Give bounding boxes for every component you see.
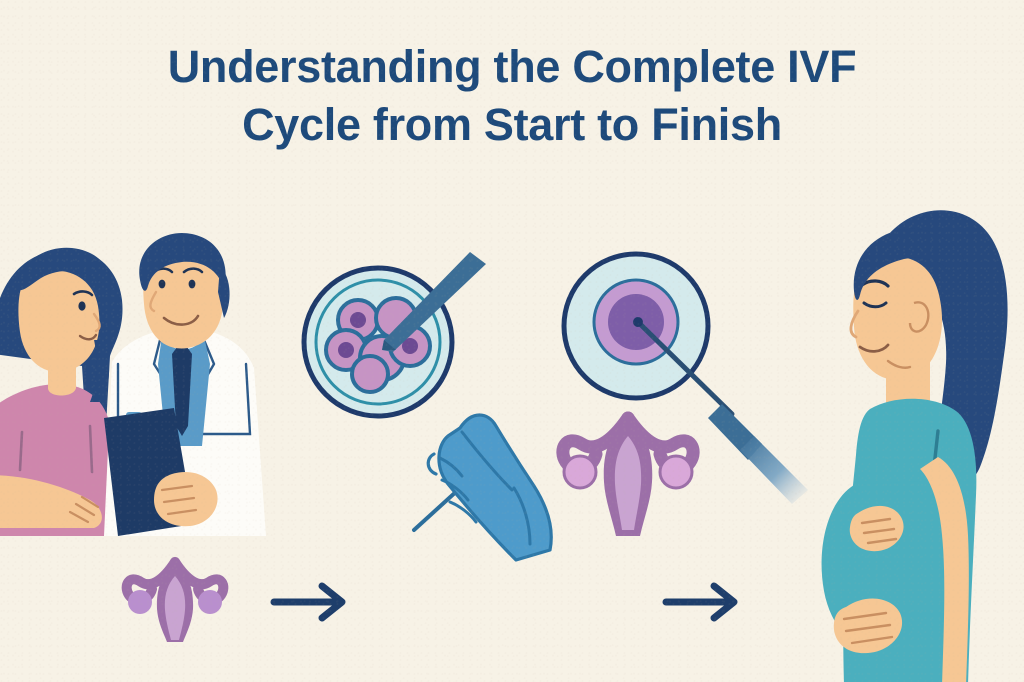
female-patient [0, 247, 123, 536]
scene-consultation [0, 232, 316, 536]
pipette-icon [382, 252, 486, 352]
scene-gloved-hand [404, 398, 604, 573]
arrow-right-icon [270, 582, 346, 622]
arrow-1 [270, 580, 356, 624]
scene-pregnant-woman [810, 195, 1024, 682]
arrow-2 [662, 580, 748, 624]
pregnant-woman-figure [821, 210, 1008, 682]
page-title: Understanding the Complete IVF Cycle fro… [167, 41, 857, 150]
embryo-cells-icon [324, 296, 432, 394]
scene-egg-injection [556, 248, 836, 504]
scene-embryo-culture [300, 246, 570, 436]
embryo-nuclei [338, 312, 418, 358]
glove-icon [426, 413, 553, 562]
uterus-icon [556, 411, 700, 536]
doctor-hand [154, 471, 218, 527]
uterus-small-icon [121, 557, 229, 642]
scene-uterus-large [548, 396, 708, 541]
scene-uterus-small [118, 548, 233, 643]
injection-needle-icon [633, 317, 808, 504]
arrow-right-icon [662, 582, 738, 622]
